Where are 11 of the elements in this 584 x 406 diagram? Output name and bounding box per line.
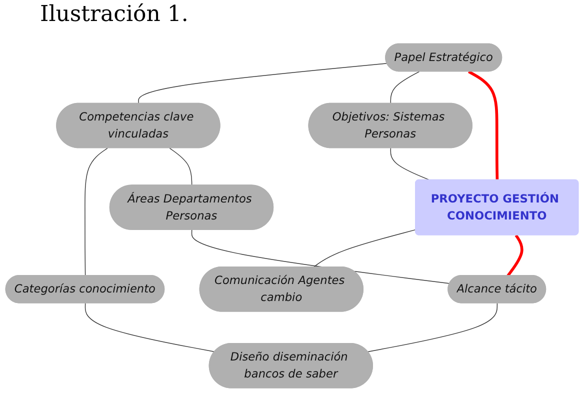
connector	[390, 148, 430, 181]
connector	[84, 148, 108, 276]
connector	[138, 63, 388, 104]
connector	[390, 71, 420, 104]
connector	[468, 70, 499, 180]
connector	[84, 303, 216, 352]
title: Ilustración 1.	[40, 2, 190, 29]
connector	[169, 148, 192, 186]
connector	[313, 230, 416, 268]
connector	[506, 234, 524, 277]
connector	[368, 303, 498, 352]
